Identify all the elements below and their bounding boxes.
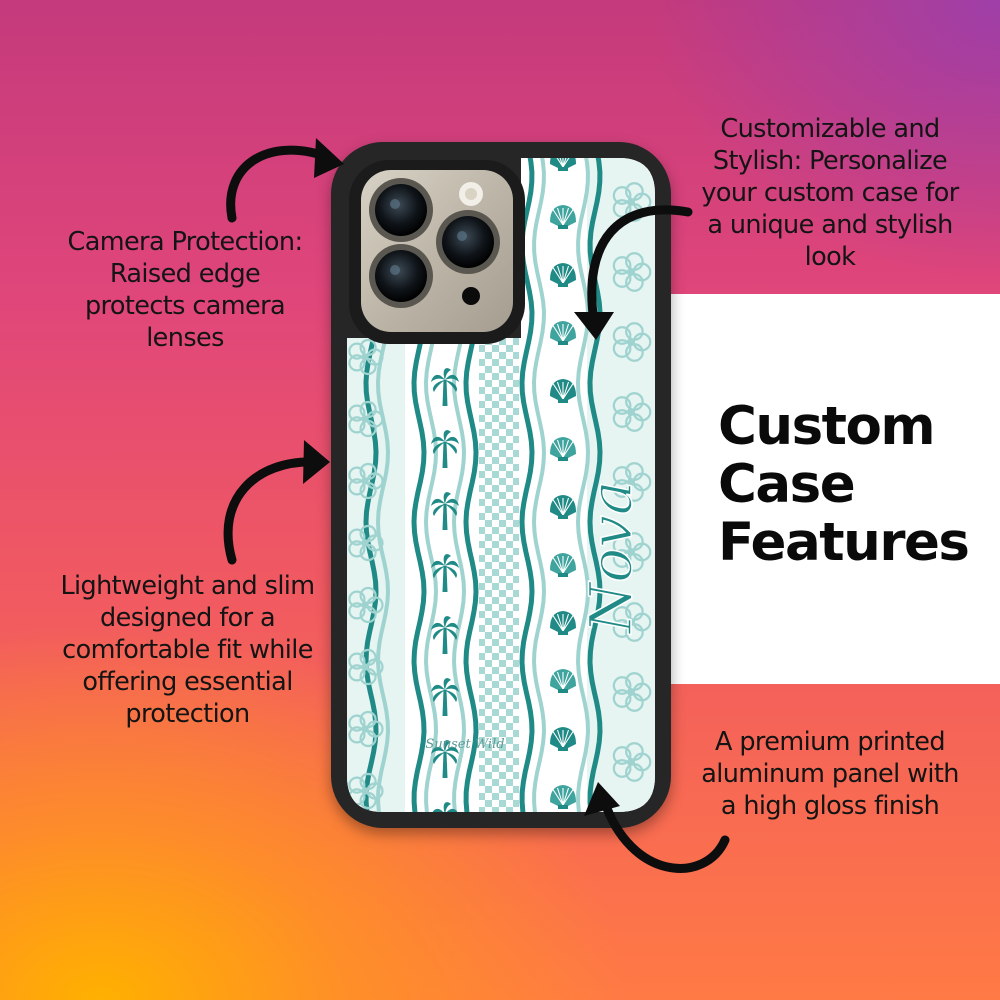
flower-icon — [348, 400, 384, 438]
flower-icon — [348, 586, 384, 624]
callout-line: protection — [125, 699, 250, 729]
wavy-stripe — [575, 158, 591, 812]
callout-line: designed for a — [100, 603, 276, 633]
palm-tree-icon — [431, 492, 459, 530]
curved-arrow-icon — [223, 457, 320, 565]
seashell-icon — [550, 205, 576, 229]
title-line: Case — [718, 454, 856, 515]
seashell-icon — [550, 263, 576, 287]
flower-icon — [348, 772, 384, 810]
callout-line: look — [804, 242, 856, 272]
seashell-icon — [550, 321, 576, 345]
seashell-icon — [550, 495, 576, 519]
callout-customizable: Customizable and Stylish: Personalize yo… — [670, 113, 990, 273]
arrowhead — [303, 440, 330, 484]
page-title: Custom Case Features — [718, 396, 970, 573]
title-panel — [668, 294, 1000, 684]
callout-line: a high gloss finish — [720, 791, 940, 821]
seashell-icon — [550, 727, 576, 751]
seashell-icon — [550, 669, 576, 693]
flower-icon — [612, 672, 652, 712]
callout-lightweight: Lightweight and slim designed for a comf… — [30, 570, 345, 730]
palm-tree-icon — [431, 678, 459, 716]
callout-line: your custom case for — [701, 178, 959, 208]
title-line: Features — [718, 512, 970, 573]
flower-icon — [612, 462, 652, 502]
custom-name-text: Nova — [577, 480, 645, 635]
callout-line: Raised edge — [109, 259, 261, 289]
palm-tree-icon — [431, 368, 459, 406]
flower-icon — [348, 648, 384, 686]
callout-line: lenses — [146, 323, 224, 353]
callout-line: offering essential — [82, 667, 293, 697]
callout-line: comfortable fit while — [62, 635, 313, 665]
callout-camera-protection: Camera Protection: Raised edge protects … — [40, 226, 330, 354]
callout-line: Customizable and — [720, 114, 940, 144]
phone-case: Nova Sunset Wild — [331, 142, 671, 828]
callout-line: protects camera — [84, 291, 286, 321]
lidar-icon — [462, 287, 480, 305]
callout-line: Camera Protection: — [67, 227, 304, 257]
callout-line: Stylish: Personalize — [712, 146, 948, 176]
camera-lens-icon — [369, 178, 433, 242]
flower-icon — [612, 742, 652, 782]
callout-line: A premium printed — [715, 727, 946, 757]
callout-line: Lightweight and slim — [60, 571, 315, 601]
flower-icon — [348, 338, 384, 376]
curved-arrow-icon — [226, 145, 335, 223]
palm-tree-icon — [431, 616, 459, 654]
callout-line: a unique and stylish — [707, 210, 953, 240]
palm-tree-icon — [431, 802, 459, 812]
title-line: Custom — [718, 396, 936, 457]
flower-icon — [348, 524, 384, 562]
seashell-icon — [550, 437, 576, 461]
flower-icon — [612, 392, 652, 432]
callout-line: aluminum panel with — [701, 759, 959, 789]
flower-icon — [612, 602, 652, 642]
palm-tree-icon — [431, 740, 459, 778]
brand-watermark: Sunset Wild — [425, 737, 504, 752]
seashell-icon — [550, 785, 576, 809]
seashell-icon — [550, 379, 576, 403]
callout-premium-panel: A premium printed aluminum panel with a … — [680, 726, 980, 822]
flower-icon — [348, 462, 384, 500]
camera-lens-icon — [436, 210, 500, 274]
seashell-icon — [550, 553, 576, 577]
seashell-icon — [550, 158, 576, 171]
wavy-stripe — [531, 158, 547, 812]
seashell-icon — [550, 611, 576, 635]
palm-tree-icon — [431, 554, 459, 592]
flower-icon — [348, 710, 384, 748]
camera-lens-icon — [369, 244, 433, 308]
flower-icon — [612, 532, 652, 572]
case-artwork: Nova Sunset Wild — [347, 158, 655, 812]
palm-tree-icon — [431, 430, 459, 468]
